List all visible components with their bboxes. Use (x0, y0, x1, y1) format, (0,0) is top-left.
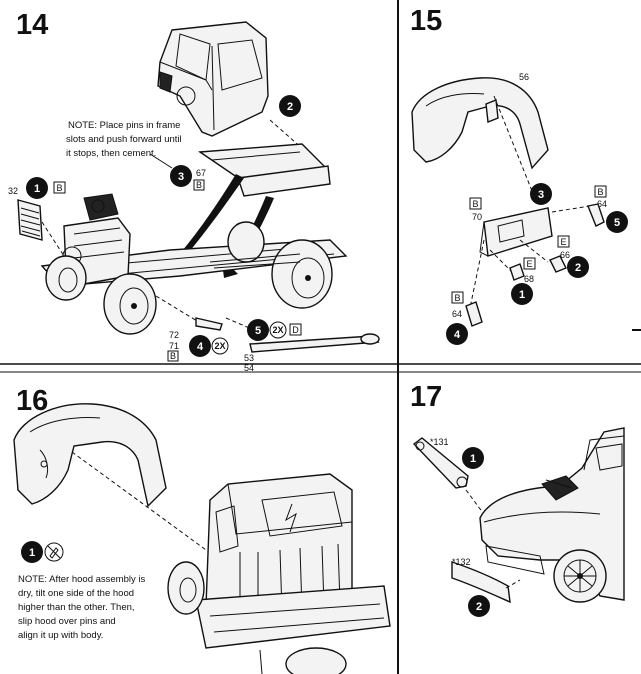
step-16-note-line-5: align it up with body. (18, 630, 103, 641)
chassis-assembly (40, 193, 348, 335)
hood-part-number: 56 (519, 72, 529, 82)
step-15-panel: 15 56 3 B 70 (410, 5, 628, 345)
callout-5-box: D (292, 325, 299, 335)
hood-part: 56 (411, 72, 549, 197)
callout-4-box: B (170, 351, 176, 361)
front-bumper-part (451, 561, 511, 604)
step-17-panel: 17 *131 1 (410, 381, 625, 617)
step-14-callout-5: 5 2X D 53 54 (244, 319, 380, 373)
truck-cab-on-chassis (167, 473, 391, 674)
callout-5-qty: 2X (272, 325, 283, 335)
firewall-bracket-part (469, 205, 591, 309)
step-14-number: 14 (16, 9, 48, 41)
step-14-note-line-2: slots and push forward until (66, 134, 182, 145)
callout-4-number: 4 (454, 329, 461, 341)
truck-cab-part (157, 21, 269, 137)
step-17-callout-2: *132 2 (451, 557, 521, 617)
step-14-callout-4: 72 71 B 4 2X (167, 317, 229, 362)
callout-1-part: *131 (430, 437, 449, 447)
callout-1-number: 1 (34, 183, 40, 195)
step-17-number: 17 (410, 381, 442, 413)
callout-4-qty: 2X (214, 341, 225, 351)
step-15-callout-5: B 64 5 (587, 185, 628, 233)
callout-5-number: 5 (614, 217, 620, 229)
step-16-note-line-1: NOTE: After hood assembly is (18, 574, 145, 585)
callout-4-part-71: 71 (169, 341, 179, 351)
step-16-number: 16 (16, 385, 48, 417)
step-16-note-line-2: dry, tilt one side of the hood (18, 588, 134, 599)
floor-pan-part (197, 143, 331, 197)
tie-rod-part (195, 317, 223, 331)
step-14-callout-3: 3 67 B (170, 165, 206, 191)
no-cement-icon (44, 542, 64, 562)
step-14-callout-2: 2 (269, 95, 305, 151)
callout-3-box: B (196, 180, 202, 190)
callout-5-part-53: 53 (244, 353, 254, 363)
pin-part-68 (509, 263, 525, 281)
callout-5-number: 5 (255, 325, 261, 337)
step-14-note: NOTE: Place pins in frame slots and push… (66, 120, 182, 169)
radiator-part (17, 199, 65, 257)
callout-3-part: 70 (472, 212, 482, 222)
hinge-right-part (587, 203, 605, 227)
callout-3-box: B (472, 199, 478, 209)
step-15-number: 15 (410, 5, 442, 37)
step-14-note-line-3: it stops, then cement. (66, 148, 156, 159)
callout-1-number: 1 (519, 289, 525, 301)
step-16-note: NOTE: After hood assembly is dry, tilt o… (18, 574, 145, 641)
callout-1-box: B (56, 183, 62, 193)
step-14-panel: 14 NOTE: Place pins in frame slots and p… (8, 9, 380, 373)
exhaust-pipe-part (249, 335, 380, 353)
step-16-panel: 16 1 NOTE: After hood assembly is dry, t… (13, 385, 391, 674)
callout-2-box: E (560, 237, 566, 247)
callout-1-part: 32 (8, 186, 18, 196)
callout-5-part-54: 54 (244, 363, 254, 373)
callout-1-number: 1 (29, 547, 35, 559)
callout-2-number: 2 (476, 601, 482, 613)
step-15-callout-4: B 64 4 (446, 291, 483, 345)
step-15-callout-1: E 68 1 (509, 257, 536, 305)
hood-assembly (13, 403, 229, 567)
callout-3-number: 3 (178, 171, 184, 183)
callout-2-number: 2 (575, 262, 581, 274)
callout-2-part: *132 (452, 557, 471, 567)
callout-5-part: 64 (597, 199, 607, 209)
note-leader-line (149, 153, 173, 169)
step-15-callout-3: 3 B 70 (469, 183, 552, 222)
truck-front-end (479, 427, 625, 603)
step-14-note-line-1: NOTE: Place pins in frame (68, 120, 180, 131)
callout-1-box: E (526, 259, 532, 269)
hinge-left-part (465, 301, 483, 327)
callout-4-part: 64 (452, 309, 462, 319)
step-14-callout-1: 32 1 B (8, 177, 66, 199)
callout-2-number: 2 (287, 101, 293, 113)
callout-5-box: B (597, 187, 603, 197)
callout-1-number: 1 (470, 453, 476, 465)
callout-3-number: 3 (538, 189, 544, 201)
callout-4-number: 4 (197, 341, 204, 353)
step-16-callout-1: 1 (21, 541, 64, 563)
step-16-note-line-3: higher than the other. Then, (18, 602, 135, 613)
callout-2-part: 66 (560, 250, 570, 260)
pin-part-66 (549, 255, 567, 273)
callout-4-part-72: 72 (169, 330, 179, 340)
step-15-callout-2: E 66 2 (549, 235, 589, 278)
callout-4-box: B (454, 293, 460, 303)
callout-1-part: 68 (524, 274, 534, 284)
step-16-note-line-4: slip hood over pins and (18, 616, 116, 627)
callout-3-part: 67 (196, 168, 206, 178)
